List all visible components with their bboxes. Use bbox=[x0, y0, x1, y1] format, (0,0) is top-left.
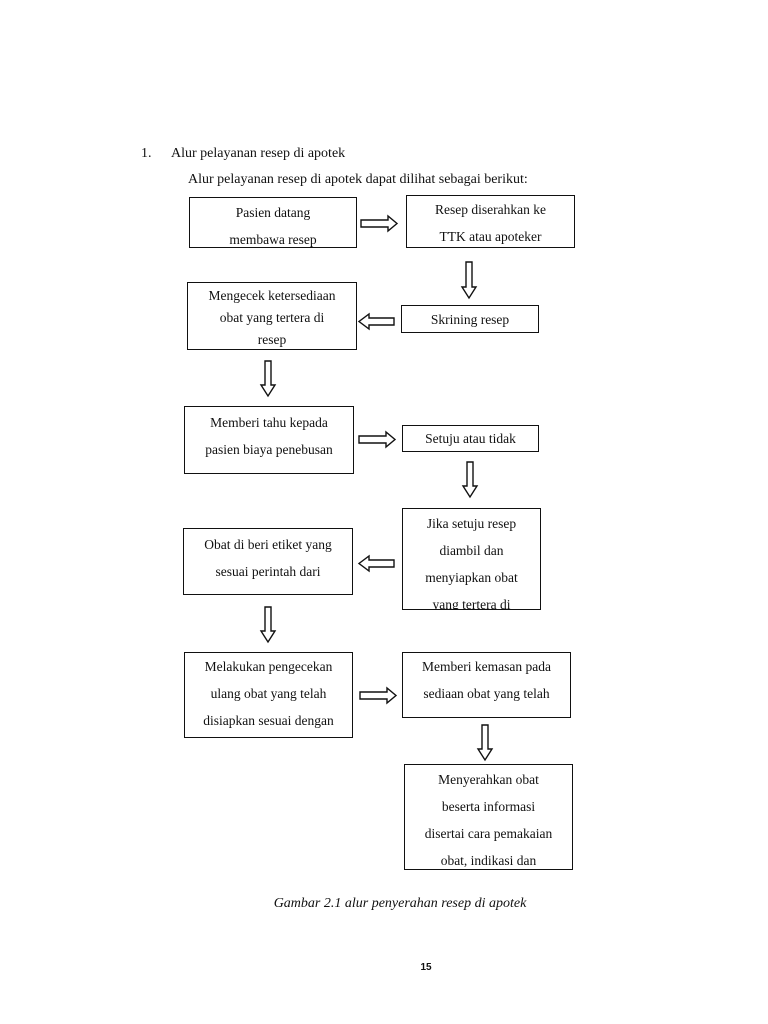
arrow-right-icon bbox=[360, 214, 399, 233]
box-resep-diserahkan: Resep diserahkan ke TTK atau apoteker bbox=[406, 195, 575, 248]
box-melakukan-pengecekan: Melakukan pengecekan ulang obat yang tel… bbox=[184, 652, 353, 738]
box-line: sediaan obat yang telah bbox=[423, 686, 550, 701]
box-memberi-tahu: Memberi tahu kepada pasien biaya penebus… bbox=[184, 406, 354, 474]
box-line: TTK atau apoteker bbox=[439, 229, 542, 244]
box-line: pasien biaya penebusan bbox=[205, 442, 333, 457]
box-line: Melakukan pengecekan bbox=[204, 659, 333, 674]
box-line: diambil dan bbox=[439, 543, 504, 558]
intro-paragraph: Alur pelayanan resep di apotek dapat dil… bbox=[188, 172, 528, 187]
box-line: Memberi tahu kepada bbox=[210, 415, 328, 430]
box-setuju-atau-tidak: Setuju atau tidak bbox=[402, 425, 539, 452]
box-mengecek-ketersediaan: Mengecek ketersediaan obat yang tertera … bbox=[187, 282, 357, 350]
list-number: 1. bbox=[141, 146, 152, 161]
box-line: Mengecek ketersediaan bbox=[208, 288, 336, 303]
arrow-right-icon bbox=[359, 686, 398, 705]
box-menyerahkan-obat: Menyerahkan obat beserta informasi diser… bbox=[404, 764, 573, 870]
box-obat-diberi-etiket: Obat di beri etiket yang sesuai perintah… bbox=[183, 528, 353, 595]
box-line: beserta informasi bbox=[441, 799, 536, 814]
box-line: Resep diserahkan ke bbox=[435, 202, 546, 217]
box-line: Menyerahkan obat bbox=[438, 772, 539, 787]
box-line: membawa resep bbox=[229, 232, 317, 247]
arrow-right-icon bbox=[358, 430, 397, 449]
arrow-down-icon bbox=[461, 461, 479, 499]
box-line: Setuju atau tidak bbox=[425, 431, 516, 446]
box-line: obat, indikasi dan bbox=[440, 853, 537, 868]
arrow-down-icon bbox=[460, 261, 478, 300]
box-pasien-datang: Pasien datang membawa resep bbox=[189, 197, 357, 248]
box-line: Pasien datang bbox=[235, 205, 311, 220]
box-line: Jika setuju resep bbox=[426, 516, 517, 531]
arrow-down-icon bbox=[476, 724, 494, 762]
arrow-left-icon bbox=[357, 312, 395, 331]
box-line: menyiapkan obat bbox=[425, 570, 518, 585]
box-jika-setuju: Jika setuju resep diambil dan menyiapkan… bbox=[402, 508, 541, 610]
page-number: 15 bbox=[420, 962, 432, 973]
box-line: Memberi kemasan pada bbox=[422, 659, 551, 674]
arrow-down-icon bbox=[259, 606, 277, 644]
arrow-left-icon bbox=[357, 554, 395, 573]
arrow-down-icon bbox=[259, 360, 277, 398]
figure-caption: Gambar 2.1 alur penyerahan resep di apot… bbox=[273, 896, 527, 911]
box-memberi-kemasan: Memberi kemasan pada sediaan obat yang t… bbox=[402, 652, 571, 718]
box-line: sesuai perintah dari bbox=[215, 564, 321, 579]
box-line: obat yang tertera di bbox=[219, 310, 325, 325]
box-line: Skrining resep bbox=[430, 312, 510, 327]
box-line: yang tertera di bbox=[432, 597, 511, 610]
box-skrining-resep: Skrining resep bbox=[401, 305, 539, 333]
section-heading: Alur pelayanan resep di apotek bbox=[171, 146, 346, 161]
box-line: Obat di beri etiket yang bbox=[204, 537, 332, 552]
box-line: disertai cara pemakaian bbox=[424, 826, 553, 841]
box-line: ulang obat yang telah bbox=[210, 686, 327, 701]
box-line: disiapkan sesuai dengan bbox=[203, 713, 334, 728]
box-line: resep bbox=[257, 332, 287, 347]
